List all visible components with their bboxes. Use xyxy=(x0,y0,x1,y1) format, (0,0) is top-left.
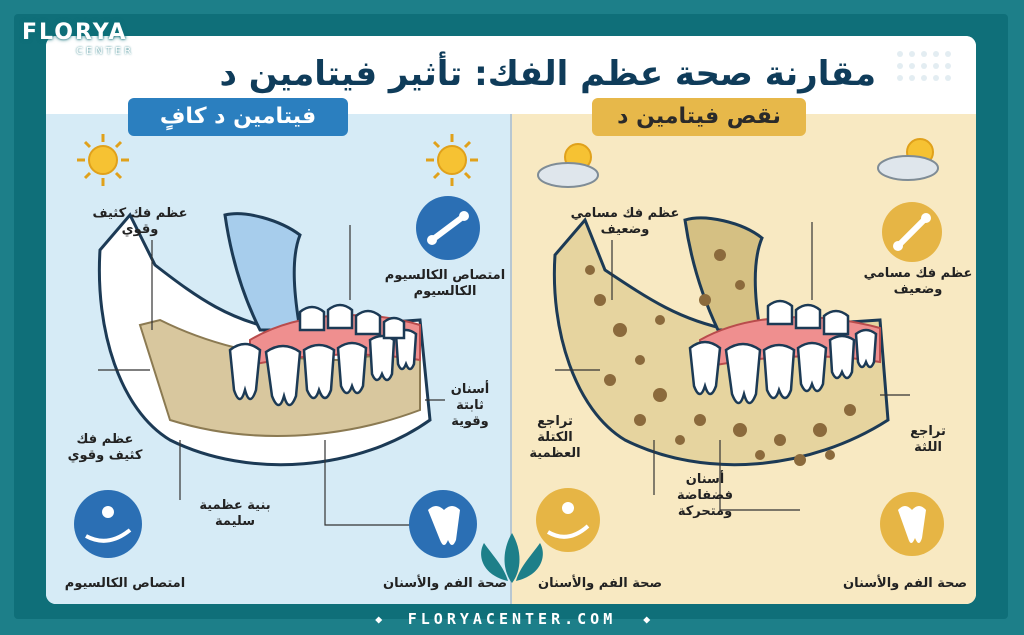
label-stable-teeth: أسنان ثابتة وقوية xyxy=(450,382,490,429)
dots-decoration xyxy=(897,51,951,81)
label-bone-mass-regression: تراجع الكتلة العظمية xyxy=(529,414,581,461)
calcium-hand-icon xyxy=(74,490,142,558)
label-oral-health-right-b: صحة الفم والأسنان xyxy=(842,576,968,591)
calcium-hand-icon xyxy=(536,488,600,552)
label-oral-health-left: صحة الفم والأسنان xyxy=(382,576,508,591)
leader-lines xyxy=(98,222,910,526)
label-loose-teeth: أسنان فضفاضة ومتحركة xyxy=(676,472,733,519)
broken-bone-icon xyxy=(882,202,942,262)
tooth-shield-icon xyxy=(409,490,477,558)
sun-icon xyxy=(77,134,129,186)
deficient-jaw-illustration xyxy=(552,216,890,467)
label-oral-health-right-a: صحة الفم والأسنان xyxy=(537,576,663,591)
label-calcium-absorption: امتصاص الكالسيوم الكالسيوم xyxy=(384,268,506,299)
footer-website[interactable]: FLORYACENTER.COM xyxy=(407,610,617,628)
cloudy-sun-icon xyxy=(877,138,939,181)
label-dense-bone-left: عظم فك كثيف وقوي xyxy=(67,432,143,463)
sun-icon xyxy=(426,134,478,186)
logo-text: FLORYA xyxy=(22,20,128,45)
page-title: مقارنة صحة عظم الفك: تأثير فيتامين د xyxy=(219,54,877,94)
sufficient-vitamin-d-header: فيتامين د كافٍ xyxy=(128,98,348,136)
tooth-icon xyxy=(880,492,944,556)
label-porous-bone-icon: عظم فك مسامي وضعيف xyxy=(863,266,973,297)
label-calcium-absorption-bottom: امتصاص الكالسيوم xyxy=(64,576,186,591)
deficient-vitamin-d-header: نقص فيتامين د xyxy=(592,98,806,136)
bone-calcium-icon xyxy=(416,196,480,260)
healthy-jaw-illustration xyxy=(97,212,432,467)
label-gum-regression: تراجع اللثة xyxy=(910,424,946,455)
cloudy-sun-icon xyxy=(537,143,599,188)
logo-emblem-icon xyxy=(481,533,543,583)
footer-decoration xyxy=(375,616,651,624)
panel-divider xyxy=(510,114,512,604)
label-porous-bone-top: عظم فك مسامي وضعيف xyxy=(570,206,680,237)
logo-subtext: CENTER xyxy=(76,46,135,57)
label-dense-bone-top: عظم فك كثيف وقوي xyxy=(92,206,188,237)
label-healthy-structure: بنية عظمية سليمة xyxy=(199,498,271,529)
